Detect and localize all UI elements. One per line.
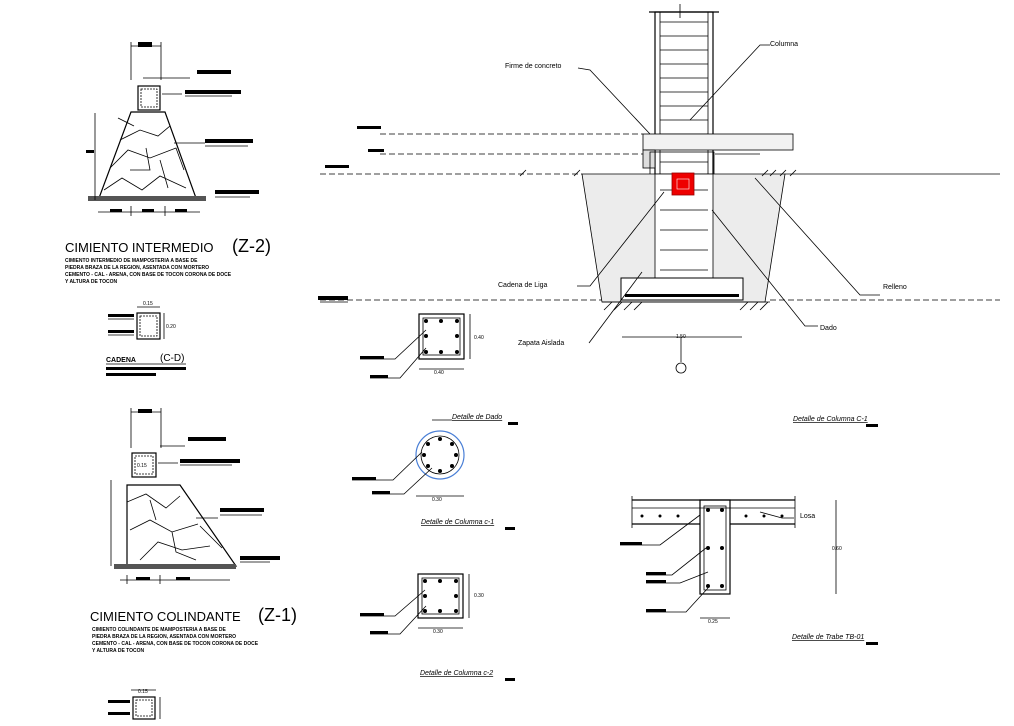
- svg-text:CIMIENTO INTERMEDIO: CIMIENTO INTERMEDIO: [65, 240, 214, 255]
- label-losa: Losa: [800, 513, 815, 520]
- label-dado: Dado: [820, 325, 837, 332]
- z1-note-4: Y ALTURA DE TOCON: [92, 648, 145, 654]
- caption-columna-c1: Detalle de Columna C-1: [793, 416, 868, 423]
- cadena-label: CADENA: [106, 357, 136, 364]
- caption-columna-circ: Detalle de Columna c-1: [421, 519, 494, 526]
- dado-dim-w: 0.40: [434, 370, 444, 376]
- cadena-dim-w: 0.15: [143, 301, 153, 307]
- columna-c2-detail: 0.30 0.30 Detalle de Columna c-2: [360, 573, 515, 681]
- z1-title: CIMIENTO COLINDANTE: [90, 609, 241, 624]
- bottom-small-detail: 0.15: [108, 689, 161, 720]
- trabe-dim-w: 0.25: [708, 619, 718, 625]
- z1-note-3: CEMENTO - CAL - ARENA, CON BASE DE TOCON…: [92, 641, 259, 647]
- caption-trabe: Detalle de Trabe TB-01: [792, 634, 864, 641]
- z1-foundation-detail: 0.15 CIMIENTO COLINDANTE (Z-1) CIMIENTO …: [90, 408, 297, 654]
- z2-title: CIMIENTO INTERMEDIO: [65, 240, 214, 255]
- dado-dim-h: 0.40: [474, 335, 484, 341]
- label-zapata: Zapata Aislada: [518, 340, 564, 347]
- z1-dim-box: 0.15: [137, 463, 147, 469]
- footing-section-detail: 1.50 Firme de concreto Columna Cadena de…: [318, 4, 1000, 427]
- columna-c2-dim-h: 0.30: [474, 593, 484, 599]
- z2-foundation-detail: CIMIENTO INTERMEDIO (Z-2) CIMIENTO INTER…: [65, 42, 271, 285]
- z2-code: (Z-2): [232, 236, 271, 256]
- label-firme: Firme de concreto: [505, 63, 562, 70]
- label-relleno: Relleno: [883, 284, 907, 291]
- z2-note-1: CIMIENTO INTERMEDIO DE MAMPOSTERIA A BAS…: [65, 258, 198, 264]
- caption-dado: Detalle de Dado: [452, 414, 502, 421]
- trabe-detail: 0.60 0.25 Losa Detalle de Trabe TB-01: [620, 496, 878, 645]
- dado-detail: 0.40 0.40 Detalle de Dado: [360, 313, 518, 425]
- bottom-small-dim: 0.15: [138, 689, 148, 695]
- cadena-code: (C-D): [160, 353, 184, 364]
- z2-note-4: Y ALTURA DE TOCON: [65, 279, 118, 285]
- columna-c2-dim-w: 0.30: [433, 629, 443, 635]
- label-columna: Columna: [770, 41, 798, 48]
- columna-circ-dim: 0.30: [432, 497, 442, 503]
- z2-note-3: CEMENTO - CAL - ARENA, CON BASE DE TOCON…: [65, 272, 232, 278]
- svg-text:(Z-2): (Z-2): [232, 236, 271, 256]
- columna-circular-detail: 0.30 Detalle de Columna c-1: [352, 430, 515, 530]
- label-cadena-liga: Cadena de Liga: [498, 282, 548, 289]
- z1-code: (Z-1): [258, 605, 297, 625]
- svg-text:(Z-1): (Z-1): [258, 605, 297, 625]
- section-dim-width: 1.50: [676, 334, 686, 340]
- z1-note-1: CIMIENTO COLINDANTE DE MAMPOSTERIA A BAS…: [92, 627, 226, 633]
- z1-note-2: PIEDRA BRAZA DE LA REGION, ASENTADA CON …: [92, 634, 236, 640]
- caption-columna-c2: Detalle de Columna c-2: [420, 670, 493, 677]
- cadena-dim-h: 0.20: [166, 324, 176, 330]
- svg-text:CIMIENTO COLINDANTE: CIMIENTO COLINDANTE: [90, 609, 241, 624]
- cadena-detail: 0.15 0.20 CADENA (C-D): [106, 301, 186, 376]
- trabe-dim-h: 0.60: [832, 546, 842, 552]
- z2-note-2: PIEDRA BRAZA DE LA REGION, ASENTADA CON …: [65, 265, 209, 271]
